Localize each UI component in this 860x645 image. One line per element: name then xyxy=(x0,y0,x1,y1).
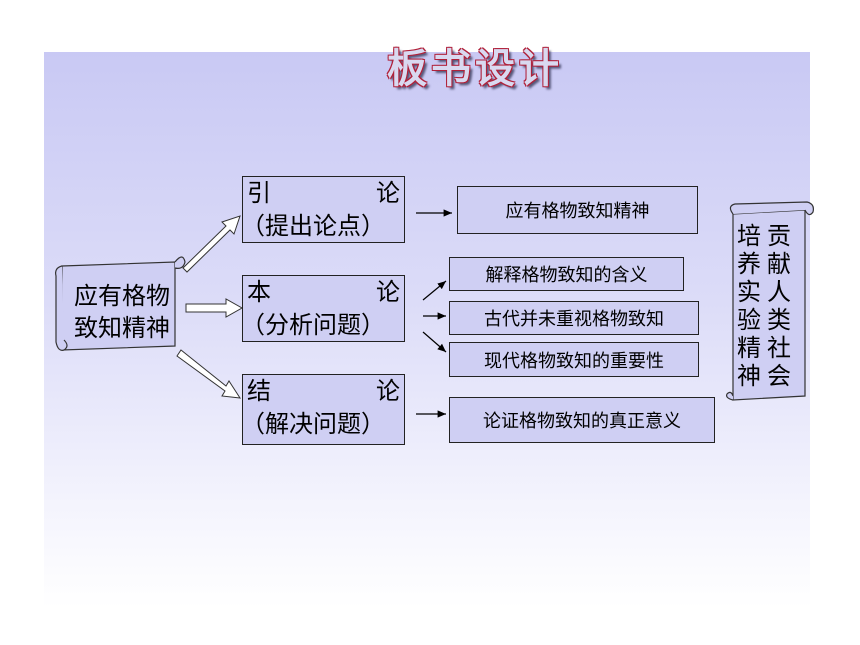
body-leaf1-arrow xyxy=(422,280,447,301)
section-conclusion-right: 论 xyxy=(376,377,400,405)
right-col1-char-5: 社 xyxy=(767,334,791,362)
right-scroll-col2: 培 养 实 验 精 神 xyxy=(734,222,764,390)
root-node: 应有格物 致知精神 xyxy=(66,280,178,344)
section-intro-left: 引 xyxy=(247,179,271,207)
root-to-intro-arrow xyxy=(182,215,241,273)
leaf-body-2: 古代并未重视格物致知 xyxy=(449,301,699,335)
root-to-conclusion-arrow xyxy=(176,349,241,399)
right-col1-char-6: 会 xyxy=(767,362,791,390)
section-conclusion: 结 论 （解决问题） xyxy=(241,374,405,445)
section-body-sub: （分析问题） xyxy=(241,311,385,339)
section-conclusion-left: 结 xyxy=(247,377,271,405)
section-intro: 引 论 （提出论点） xyxy=(241,176,405,243)
root-line-1: 应有格物 xyxy=(74,282,170,310)
leaf-intro-1: 应有格物致知精神 xyxy=(457,186,698,234)
section-body-right: 论 xyxy=(376,278,400,306)
slide-title: 板书设计 xyxy=(387,45,563,92)
body-leaf3-arrow xyxy=(422,331,447,353)
right-col2-char-3: 实 xyxy=(737,278,761,306)
right-col2-char-5: 精 xyxy=(737,334,761,362)
right-scroll-col1: 贡 献 人 类 社 会 xyxy=(764,222,794,390)
section-intro-sub: （提出论点） xyxy=(241,212,385,240)
right-col2-char-1: 培 xyxy=(737,222,761,250)
right-col1-char-1: 贡 xyxy=(767,222,791,250)
right-scroll-shape xyxy=(726,201,814,401)
right-col1-char-3: 人 xyxy=(767,278,791,306)
right-col2-char-4: 验 xyxy=(737,306,761,334)
right-col2-char-2: 养 xyxy=(737,250,761,278)
section-intro-right: 论 xyxy=(376,179,400,207)
right-col1-char-4: 类 xyxy=(767,306,791,334)
leaf-body-1: 解释格物致知的含义 xyxy=(449,257,684,291)
root-line-2: 致知精神 xyxy=(74,314,170,342)
left-scroll-shape xyxy=(55,256,186,351)
section-body: 本 论 （分析问题） xyxy=(241,275,405,342)
right-col2-char-6: 神 xyxy=(737,362,761,390)
leaf-conclusion-1: 论证格物致知的真正意义 xyxy=(449,397,715,443)
right-col1-char-2: 献 xyxy=(767,250,791,278)
root-to-body-arrow xyxy=(185,298,244,318)
section-body-left: 本 xyxy=(247,278,271,306)
leaf-body-3: 现代格物致知的重要性 xyxy=(449,342,699,377)
section-conclusion-sub: （解决问题） xyxy=(241,410,385,438)
